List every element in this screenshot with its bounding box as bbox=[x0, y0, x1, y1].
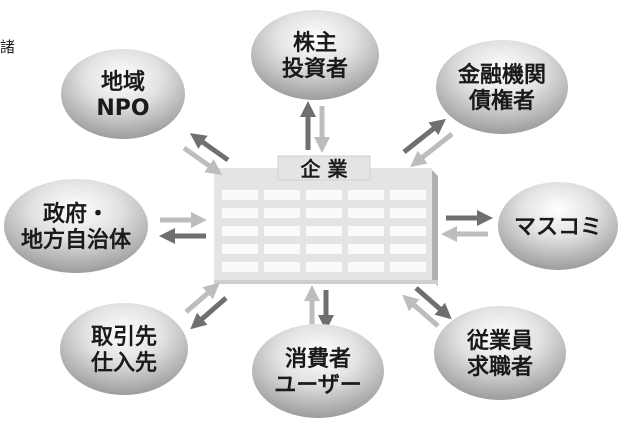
stakeholder-label: 政府・ bbox=[43, 201, 109, 227]
stakeholder-ellipse bbox=[60, 303, 188, 395]
building-window bbox=[348, 208, 384, 218]
stakeholder-label: 消費者 bbox=[285, 347, 351, 372]
building-window bbox=[264, 262, 300, 272]
stakeholder-label: NPO bbox=[96, 96, 149, 121]
building-window bbox=[348, 262, 384, 272]
building-window bbox=[222, 262, 258, 272]
stakeholder-label: ユーザー bbox=[274, 373, 362, 398]
arrow-to-suppliers bbox=[190, 296, 228, 330]
building-window bbox=[264, 244, 300, 254]
building-window bbox=[390, 208, 426, 218]
building-window bbox=[348, 190, 384, 200]
building-window bbox=[222, 190, 258, 200]
arrow-from-suppliers bbox=[184, 282, 220, 314]
building-window bbox=[390, 244, 426, 254]
building-roof-sign bbox=[277, 155, 371, 181]
building-base bbox=[214, 280, 438, 284]
building-window bbox=[306, 190, 342, 200]
building-windows bbox=[222, 190, 426, 272]
building-window bbox=[264, 226, 300, 236]
building-window bbox=[390, 190, 426, 200]
stakeholder-ellipse bbox=[434, 306, 566, 400]
stakeholder-label: 金融機関 bbox=[457, 62, 546, 88]
stakeholder-label: 株主 bbox=[293, 31, 337, 56]
corner-text-fragment: 諸 bbox=[0, 38, 16, 56]
stakeholder-ellipse bbox=[498, 182, 618, 270]
arrow-from-community bbox=[182, 145, 223, 175]
building-window bbox=[306, 262, 342, 272]
stakeholder-label: 債権者 bbox=[468, 88, 535, 114]
building-window bbox=[222, 244, 258, 254]
building-window bbox=[348, 226, 384, 236]
building-window bbox=[390, 262, 426, 272]
stakeholder-label: 従業員 bbox=[466, 328, 533, 354]
stakeholder-ellipse bbox=[252, 324, 384, 418]
stakeholder-ellipse bbox=[61, 49, 185, 139]
stakeholder-label: 地方自治体 bbox=[21, 227, 132, 253]
building-window bbox=[390, 226, 426, 236]
building-window bbox=[306, 208, 342, 218]
stakeholder-nodes: 株主投資者金融機関債権者マスコミ従業員求職者消費者ユーザー取引先仕入先政府・地方… bbox=[4, 10, 618, 418]
building-window bbox=[264, 190, 300, 200]
stakeholder-label: 地域 bbox=[101, 69, 145, 95]
connector-arrows bbox=[159, 101, 493, 331]
building-window bbox=[348, 244, 384, 254]
stakeholder-ellipse bbox=[436, 40, 568, 134]
building-window bbox=[306, 226, 342, 236]
company-building: 企 業 bbox=[214, 155, 438, 286]
stakeholder-label: マスコミ bbox=[514, 215, 602, 240]
stakeholder-label: 仕入先 bbox=[90, 351, 157, 376]
building-window bbox=[222, 226, 258, 236]
stakeholder-label: 投資者 bbox=[282, 56, 348, 82]
stakeholder-ellipse bbox=[4, 179, 148, 273]
stakeholder-ellipse bbox=[251, 10, 379, 100]
building-window bbox=[306, 244, 342, 254]
company-label: 企 業 bbox=[300, 157, 349, 181]
arrow-to-employees bbox=[414, 286, 452, 320]
building-front-face bbox=[214, 168, 432, 280]
stakeholder-government: 政府・地方自治体 bbox=[4, 179, 148, 273]
stakeholder-label: 求職者 bbox=[467, 354, 533, 380]
arrow-from-financial bbox=[410, 132, 454, 168]
stakeholder-label: 取引先 bbox=[91, 325, 157, 350]
arrow-from-employees bbox=[402, 294, 440, 328]
arrow-to-community bbox=[189, 133, 230, 163]
building-window bbox=[264, 208, 300, 218]
building-window bbox=[222, 208, 258, 218]
stakeholder-media: マスコミ bbox=[498, 182, 618, 270]
arrow-to-financial bbox=[402, 118, 446, 154]
